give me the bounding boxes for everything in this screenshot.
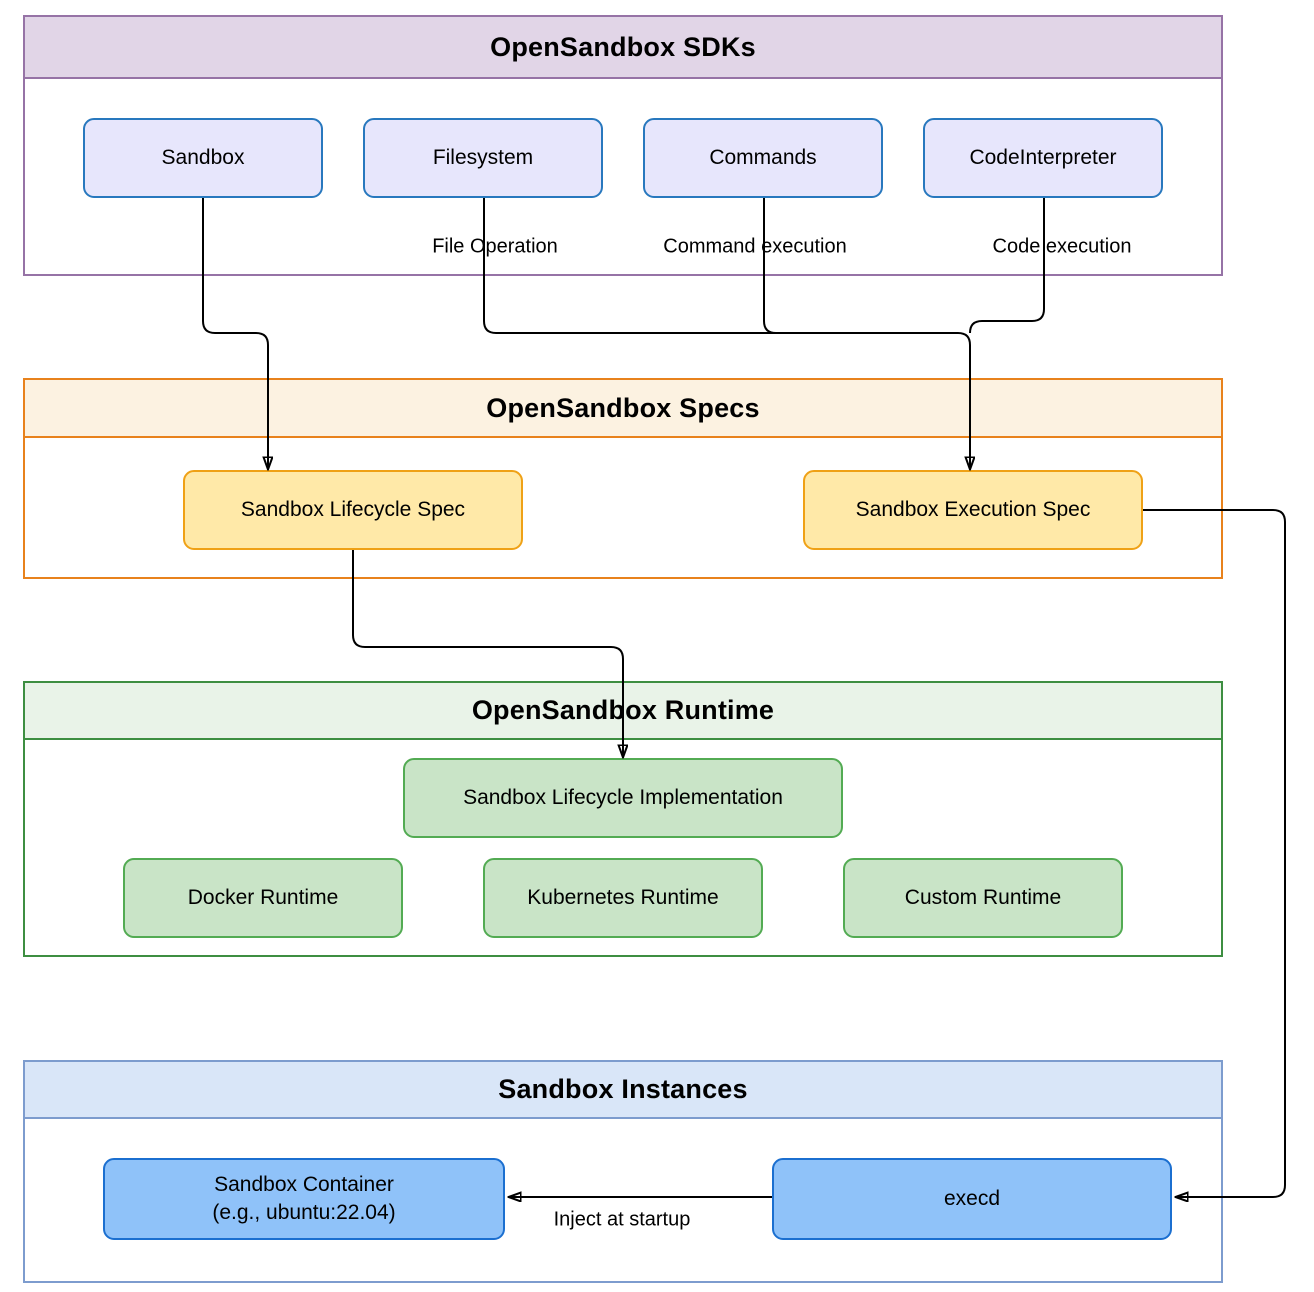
spec-box-sandbox-lifecycle-spec: Sandbox Lifecycle Spec — [183, 470, 523, 550]
node-label: Custom Runtime — [904, 885, 1062, 909]
instance-box-sandbox-container: Sandbox Container (e.g., ubuntu:22.04) — [103, 1158, 505, 1240]
spec-box-sandbox-execution-spec: Sandbox Execution Spec — [803, 470, 1143, 550]
node-label: Sandbox — [161, 145, 245, 169]
node-sublabel: (e.g., ubuntu:22.04) — [212, 1201, 396, 1224]
node-label: Sandbox Container — [214, 1172, 394, 1196]
node-label: Sandbox Lifecycle Implementation — [463, 785, 783, 809]
runtime-box-custom-runtime: Custom Runtime — [843, 858, 1123, 938]
sdk-box-sandbox: Sandbox — [83, 118, 323, 198]
section-title-specs: OpenSandbox Specs — [25, 380, 1221, 438]
section-title-text: OpenSandbox Runtime — [471, 695, 775, 725]
runtime-box-kubernetes-runtime: Kubernetes Runtime — [483, 858, 763, 938]
edge-label-code-execution: Code execution — [992, 235, 1132, 258]
sdk-box-commands: Commands — [643, 118, 883, 198]
node-label: CodeInterpreter — [969, 145, 1117, 169]
section-title-text: Sandbox Instances — [498, 1074, 748, 1104]
node-label: Commands — [709, 145, 817, 169]
node-label: Filesystem — [432, 145, 534, 169]
node-label: execd — [943, 1186, 1001, 1210]
node-label: Docker Runtime — [187, 885, 339, 909]
node-label: Kubernetes Runtime — [527, 885, 719, 909]
section-title-instances: Sandbox Instances — [25, 1062, 1221, 1119]
section-title-text: OpenSandbox SDKs — [490, 31, 756, 62]
node-label: Sandbox Execution Spec — [855, 497, 1091, 521]
edge-label-file-operation: File Operation — [432, 235, 558, 258]
runtime-box-docker-runtime: Docker Runtime — [123, 858, 403, 938]
sdk-box-filesystem: Filesystem — [363, 118, 603, 198]
section-title-text: OpenSandbox Specs — [486, 392, 760, 423]
edge-label-inject-at-startup: Inject at startup — [553, 1208, 691, 1231]
edge-label-command-execution: Command execution — [663, 235, 847, 258]
sdk-box-codeinterpreter: CodeInterpreter — [923, 118, 1163, 198]
node-label: Sandbox Lifecycle Spec — [240, 497, 466, 521]
instance-box-execd: execd — [772, 1158, 1172, 1240]
section-title-sdks: OpenSandbox SDKs — [25, 17, 1221, 79]
section-title-runtime: OpenSandbox Runtime — [25, 683, 1221, 740]
runtime-box-sandbox-lifecycle-implementation: Sandbox Lifecycle Implementation — [403, 758, 843, 838]
